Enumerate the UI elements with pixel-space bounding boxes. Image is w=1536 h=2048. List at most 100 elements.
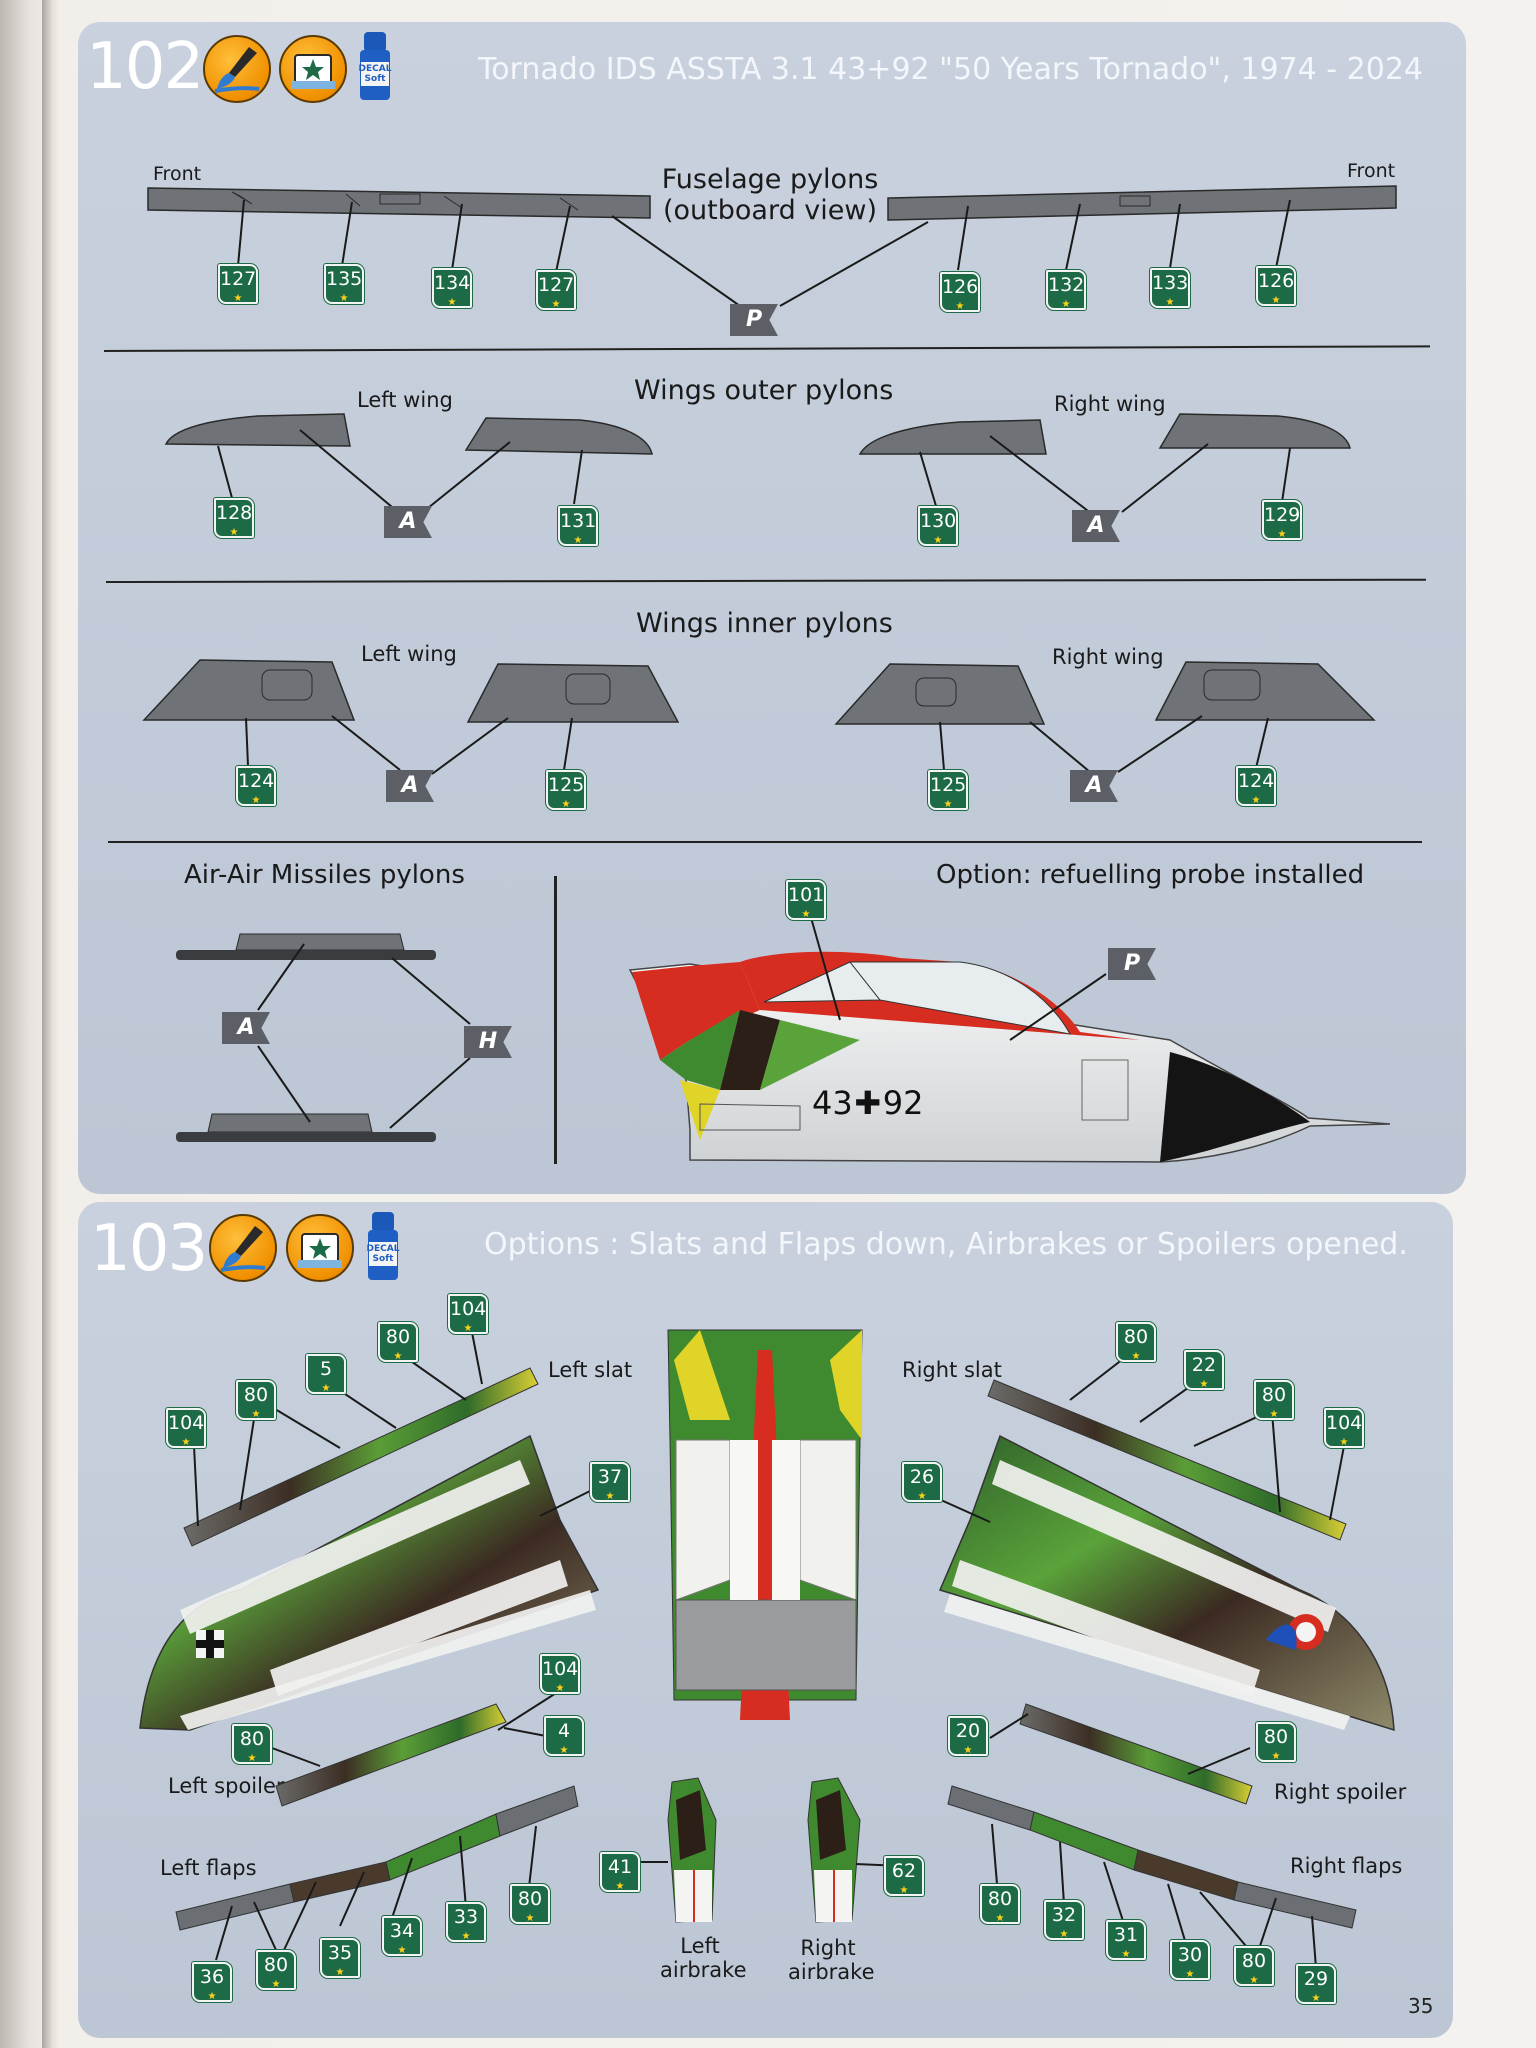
- front-label-right: Front: [1347, 160, 1396, 182]
- decal-number-tag: 126: [940, 272, 980, 312]
- decal-number-tag: 127: [536, 270, 576, 310]
- fuselage-pylons-heading: Fuselage pylons (outboard view): [650, 164, 890, 226]
- decal-number-tag: 80: [256, 1950, 296, 1990]
- decal-number-tag: 131: [558, 506, 598, 546]
- decal-number-tag: 132: [1046, 270, 1086, 310]
- decal-star-icon-graphic: [298, 1233, 342, 1268]
- refuelling-probe-heading: Option: refuelling probe installed: [936, 860, 1365, 890]
- step-102-number: 102: [86, 30, 204, 104]
- page-binding: [42, 0, 60, 2048]
- front-label-left: Front: [153, 163, 202, 185]
- decal-star-icon: [286, 1214, 354, 1282]
- decal-star-icon-graphic: [291, 54, 335, 89]
- leader-lines-aam: [257, 943, 471, 1129]
- decal-number-tag: 124: [236, 766, 276, 806]
- paint-brush-icon: [203, 35, 271, 103]
- paint-code-flag: A: [1070, 770, 1118, 802]
- decal-number-tag: 80: [1234, 1946, 1274, 1986]
- decal-number-tag: 31: [1106, 1920, 1146, 1960]
- left-airbrake: [667, 1777, 717, 1923]
- left-flaps: [175, 1785, 579, 1931]
- decal-number-tag: 29: [1296, 1964, 1336, 2004]
- serial-number: 43✚92: [812, 1084, 923, 1122]
- fuselage-pylon-right: [887, 185, 1397, 221]
- airbrake-label-line: Right: [800, 1936, 856, 1960]
- decal-bottle-line: DECAL: [358, 64, 392, 74]
- inner-pylon-right-1: [834, 663, 1046, 725]
- outer-pylon-right-2: [1158, 413, 1351, 449]
- step-103-number: 103: [90, 1212, 208, 1286]
- decal-number-tag: 104: [448, 1294, 488, 1334]
- section-divider-vertical: [554, 876, 557, 1164]
- decal-number-tag: 62: [884, 1856, 924, 1896]
- refuelling-probe-nose: [628, 951, 1391, 1163]
- airbrake-label-line: airbrake: [660, 1958, 747, 1982]
- decal-bottle-line: Soft: [372, 1254, 394, 1264]
- decal-number-tag: 104: [166, 1408, 206, 1448]
- serial-left: 43: [812, 1084, 853, 1122]
- paint-code-flag: P: [730, 304, 778, 336]
- outer-pylon-right-1: [858, 419, 1047, 455]
- inner-right-wing-label: Right wing: [1052, 645, 1164, 669]
- decal-number-tag: 80: [378, 1322, 418, 1362]
- decal-star-icon: [279, 35, 347, 103]
- serial-right: 92: [882, 1084, 924, 1122]
- decal-number-tag: 20: [948, 1716, 988, 1756]
- decal-number-tag: 124: [1236, 766, 1276, 806]
- outer-pylon-left-2: [464, 417, 653, 455]
- leader-lines-fuselage: [237, 199, 1291, 307]
- inner-pylon-left-1: [142, 659, 356, 721]
- page-number: 35: [1408, 1994, 1434, 2018]
- decal-number-tag: 32: [1044, 1900, 1084, 1940]
- paint-brush-icon-graphic: [214, 47, 260, 93]
- leader-lines-step103: [193, 1321, 1345, 1969]
- right-wing-camo: [938, 1434, 1395, 1732]
- decal-number-tag: 80: [1254, 1380, 1294, 1420]
- center-fuselage: [667, 1329, 863, 1720]
- right-spoiler: [1019, 1703, 1253, 1805]
- 50-years-logo-icon: [1266, 1614, 1324, 1650]
- decal-number-tag: 33: [446, 1902, 486, 1942]
- decal-number-tag: 129: [1262, 500, 1302, 540]
- balkenkreuz-icon: [196, 1630, 224, 1658]
- left-wing-camo: [139, 1434, 600, 1731]
- leader-lines-outer: [217, 429, 1291, 515]
- wings-outer-heading: Wings outer pylons: [634, 375, 894, 406]
- decal-soft-bottle-graphic: [368, 1212, 398, 1280]
- decal-number-tag: 101: [786, 880, 826, 920]
- heading-line: (outboard view): [662, 195, 877, 226]
- decal-bottle-text: DECAL Soft: [366, 1244, 400, 1264]
- decal-number-tag: 5: [306, 1354, 346, 1394]
- aam-pylon-bottom: [176, 1113, 436, 1142]
- decal-number-tag: 133: [1150, 268, 1190, 308]
- outer-left-wing-label: Left wing: [357, 388, 453, 412]
- paint-brush-icon-graphic: [220, 1226, 266, 1272]
- step-102-title: Tornado IDS ASSTA 3.1 43+92 "50 Years To…: [478, 52, 1424, 87]
- decal-bottle-line: DECAL: [366, 1244, 400, 1254]
- decal-number-tag: 130: [918, 506, 958, 546]
- decal-number-tag: 80: [236, 1380, 276, 1420]
- decal-soft-bottle-icon: DECAL Soft: [358, 30, 392, 100]
- decal-number-tag: 80: [1256, 1722, 1296, 1762]
- decal-number-tag: 128: [214, 498, 254, 538]
- right-airbrake-label: Right airbrake: [788, 1936, 875, 1984]
- decal-number-tag: 36: [192, 1962, 232, 2002]
- decal-number-tag: 22: [1184, 1350, 1224, 1390]
- airbrake-label-line: airbrake: [788, 1960, 875, 1984]
- decal-number-tag: 37: [590, 1462, 630, 1502]
- outer-right-wing-label: Right wing: [1054, 392, 1166, 416]
- decal-number-tag: 80: [510, 1884, 550, 1924]
- balkenkreuz-icon: ✚: [854, 1084, 882, 1122]
- decal-number-tag: 80: [980, 1884, 1020, 1924]
- left-spoiler-label: Left spoiler: [168, 1774, 285, 1798]
- outer-pylon-left-1: [164, 413, 351, 447]
- decal-bottle-line: Soft: [364, 74, 386, 84]
- right-spoiler-label: Right spoiler: [1274, 1780, 1407, 1804]
- section-divider: [108, 841, 1422, 843]
- decal-number-tag: 104: [540, 1654, 580, 1694]
- decal-number-tag: 127: [218, 264, 258, 304]
- decal-number-tag: 4: [544, 1716, 584, 1756]
- right-slat: [987, 1379, 1347, 1541]
- decal-number-tag: 30: [1170, 1940, 1210, 1980]
